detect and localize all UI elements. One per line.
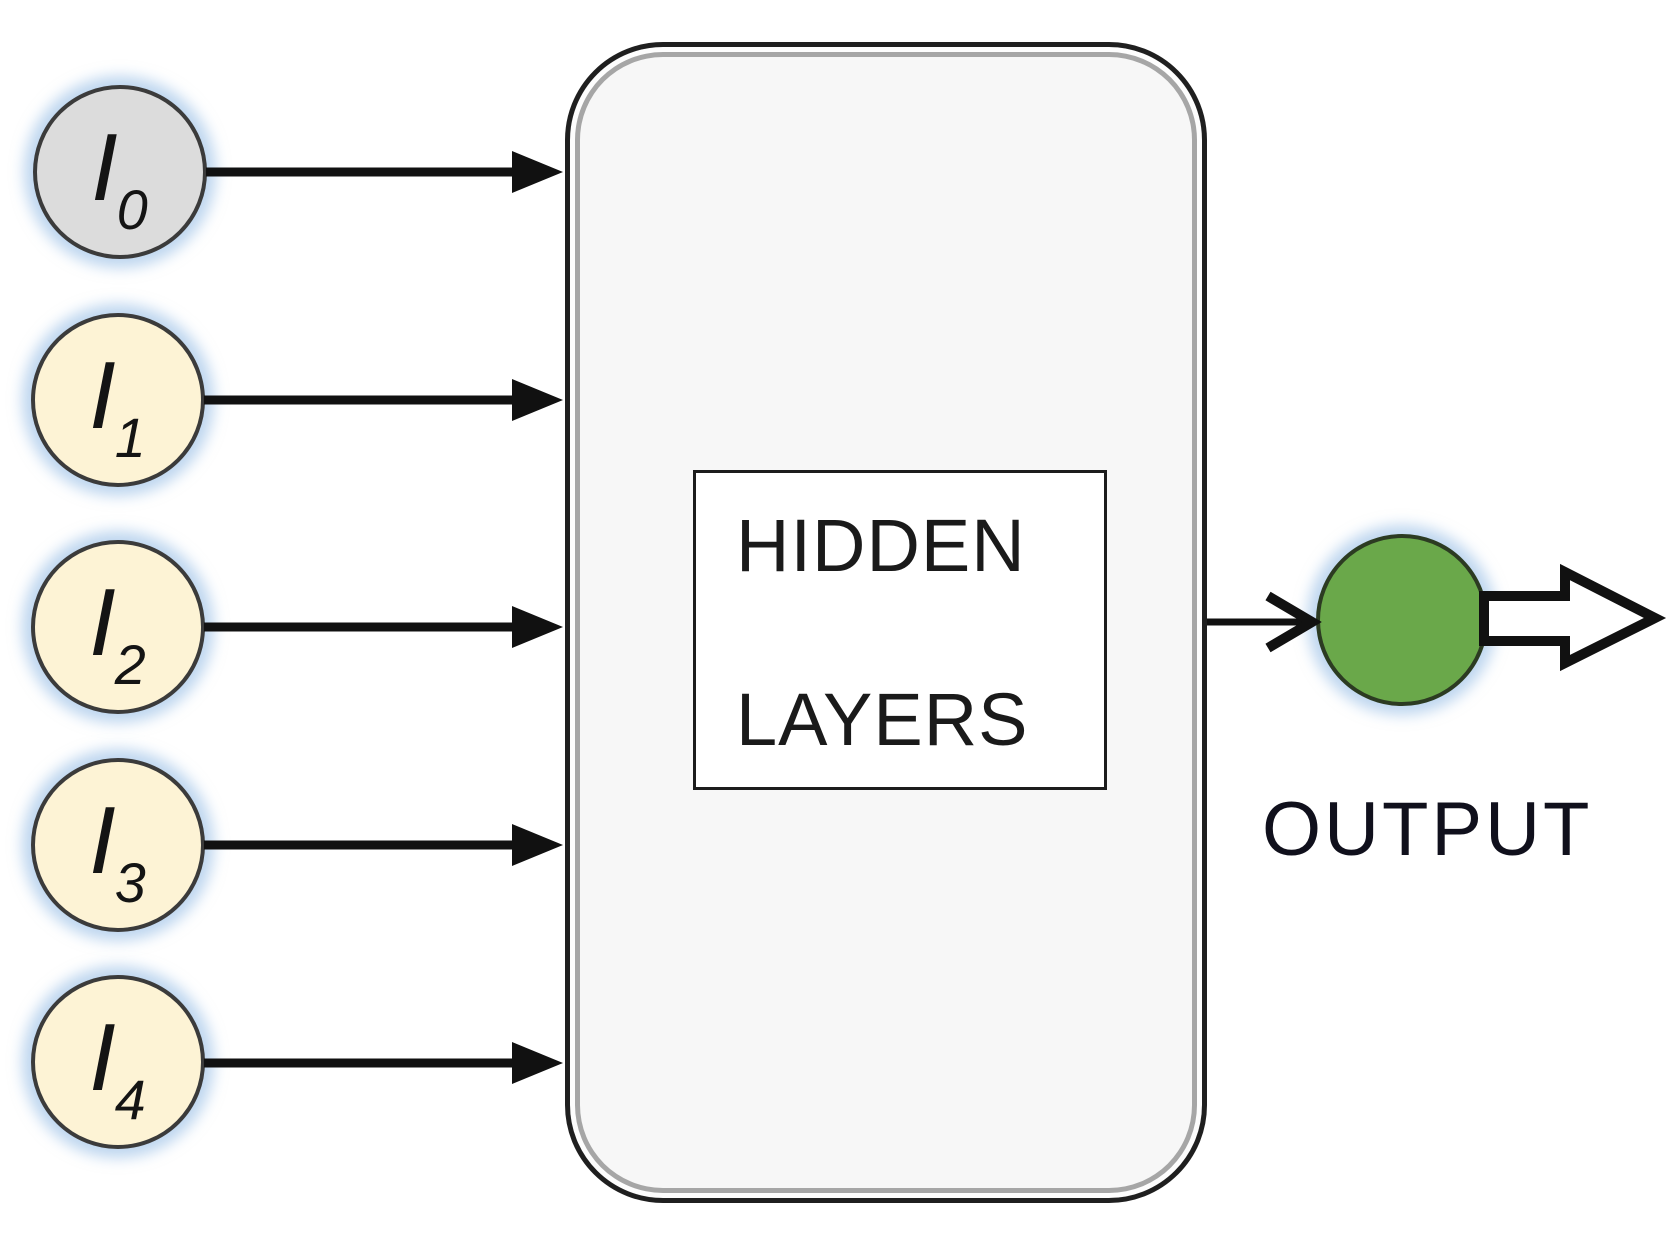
input-node-i1-label: I1: [89, 342, 146, 470]
input-node-i0-label: I0: [91, 114, 148, 242]
input-arrow-i4: [204, 1042, 563, 1084]
hidden-layers-line1: HIDDEN: [736, 504, 1026, 587]
output-node: [1316, 534, 1488, 706]
input-node-i2-label: I2: [89, 569, 146, 697]
input-arrow-i1: [204, 379, 563, 421]
input-node-i4-label: I4: [89, 1004, 146, 1132]
hidden-layers-box: HIDDEN LAYERS: [693, 470, 1107, 790]
input-arrow-i0: [206, 151, 563, 193]
input-arrow-i3: [204, 824, 563, 866]
output-connector-arrow: [1207, 591, 1322, 653]
input-node-i3-label: I3: [89, 787, 146, 915]
input-node-i1: I1: [31, 313, 205, 487]
input-arrow-i2: [204, 606, 563, 648]
output-label: OUTPUT: [1262, 787, 1593, 872]
hidden-layers-line2: LAYERS: [736, 678, 1029, 761]
input-node-i4: I4: [31, 975, 205, 1149]
input-node-i0: I0: [33, 85, 207, 259]
input-node-i3: I3: [31, 758, 205, 932]
input-node-i2: I2: [31, 540, 205, 714]
output-block-arrow: [1479, 563, 1667, 672]
